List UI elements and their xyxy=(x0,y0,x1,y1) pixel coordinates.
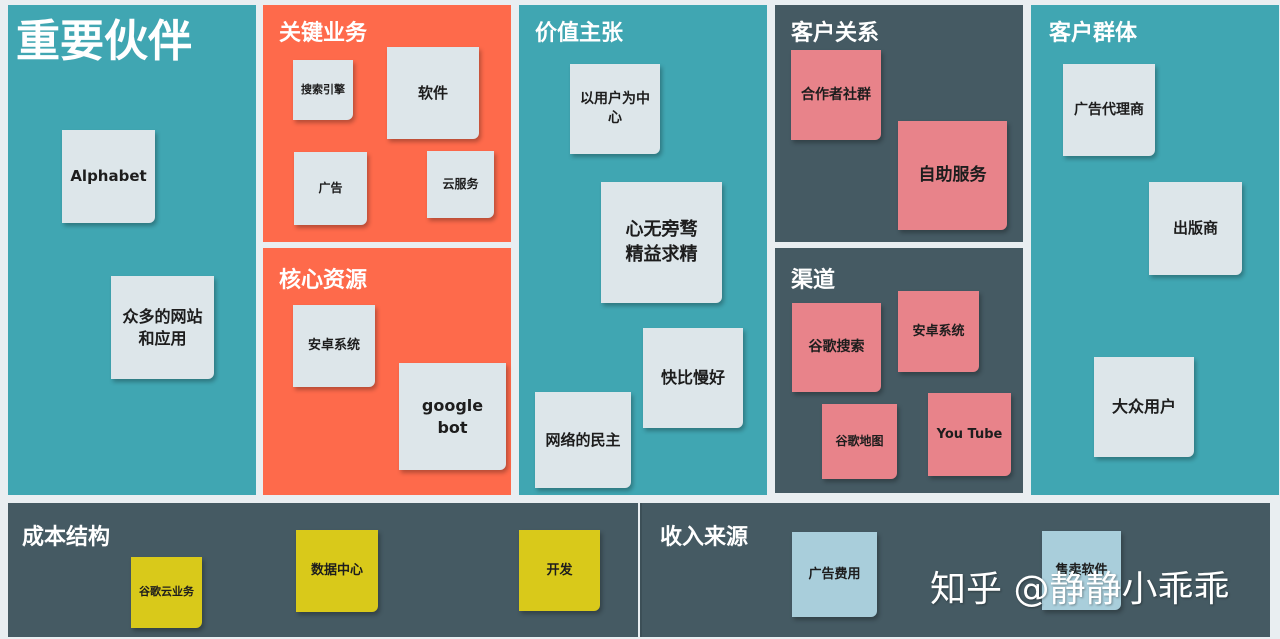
sticky-note-focus: 心无旁骛 精益求精 xyxy=(601,182,722,303)
sticky-note-alphabet: Alphabet xyxy=(62,130,155,223)
sticky-note-many-sites: 众多的网站 和应用 xyxy=(111,276,214,379)
key-partners-title: 重要伙伴 xyxy=(16,16,192,67)
sticky-note-cloud-business: 谷歌云业务 xyxy=(131,557,202,628)
key-resources-title: 核心资源 xyxy=(279,268,368,293)
sticky-note-ad-fees: 广告费用 xyxy=(792,532,877,617)
revenue-streams-panel: 收入来源 xyxy=(640,503,1270,637)
sticky-note-data-center: 数据中心 xyxy=(296,530,378,612)
sticky-note-android-channel: 安卓系统 xyxy=(898,291,979,372)
sticky-note-democracy: 网络的民主 xyxy=(535,392,631,488)
sticky-note-ad-agencies: 广告代理商 xyxy=(1063,64,1155,156)
sticky-note-search-engine: 搜索引擎 xyxy=(293,60,353,120)
sticky-note-fast: 快比慢好 xyxy=(643,328,743,428)
sticky-note-cloud: 云服务 xyxy=(427,151,494,218)
sticky-note-android-resource: 安卓系统 xyxy=(293,305,375,387)
key-activities-title: 关键业务 xyxy=(279,21,368,46)
sticky-note-googlebot: google bot xyxy=(399,363,506,470)
value-propositions-title: 价值主张 xyxy=(535,21,624,46)
sticky-note-community: 合作者社群 xyxy=(791,50,881,140)
customer-relationships-title: 客户关系 xyxy=(791,21,880,46)
key-partners-panel: 重要伙伴 xyxy=(8,5,256,495)
sticky-note-google-search: 谷歌搜索 xyxy=(792,303,881,392)
sticky-note-ads: 广告 xyxy=(294,152,367,225)
revenue-streams-title: 收入来源 xyxy=(660,525,749,550)
customer-segments-title: 客户群体 xyxy=(1049,21,1138,46)
sticky-note-publishers: 出版商 xyxy=(1149,182,1242,275)
cost-structure-title: 成本结构 xyxy=(22,525,111,550)
watermark-text: 知乎 @静静小乖乖 xyxy=(930,569,1230,610)
sticky-note-development: 开发 xyxy=(519,530,600,611)
channels-title: 渠道 xyxy=(791,268,836,293)
sticky-note-software-sales: 售卖软件 xyxy=(1042,531,1121,610)
sticky-note-user-centric: 以用户为中 心 xyxy=(570,64,660,154)
sticky-note-mass-users: 大众用户 xyxy=(1094,357,1194,457)
sticky-note-self-service: 自助服务 xyxy=(898,121,1007,230)
sticky-note-software: 软件 xyxy=(387,47,479,139)
sticky-note-youtube: You Tube xyxy=(928,393,1011,476)
sticky-note-google-maps: 谷歌地图 xyxy=(822,404,897,479)
